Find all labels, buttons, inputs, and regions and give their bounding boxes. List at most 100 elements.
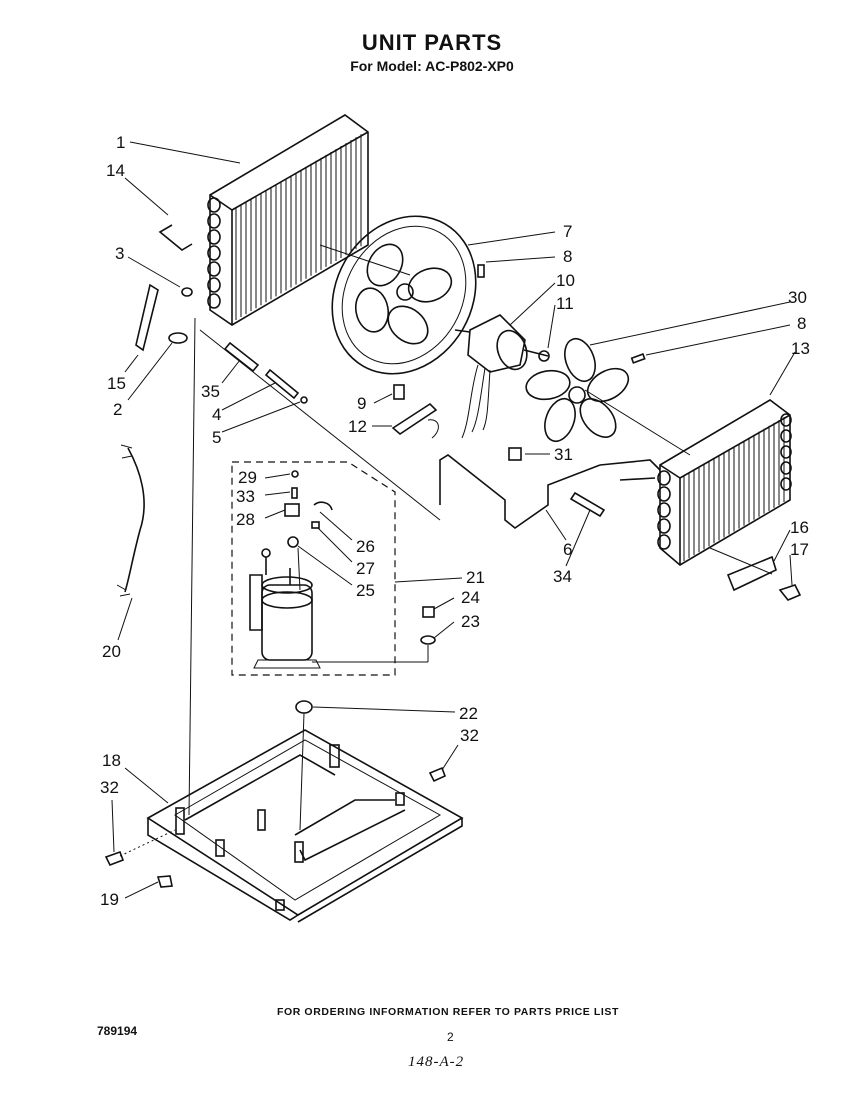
refrigerant-tube — [439, 454, 601, 529]
callout-32-left: 32 — [100, 778, 119, 797]
handwritten-code: 148-A-2 — [408, 1054, 465, 1070]
callout-14: 14 — [106, 161, 125, 180]
callout-27: 27 — [356, 559, 375, 578]
callout-1: 1 — [116, 133, 125, 152]
callout-7: 7 — [563, 222, 572, 241]
page-title: UNIT PARTS — [361, 30, 503, 55]
callout-4: 4 — [212, 405, 221, 424]
nut-24 — [422, 606, 435, 618]
callout-11: 11 — [556, 294, 574, 313]
callout-13: 13 — [791, 339, 810, 358]
callout-31: 31 — [554, 445, 573, 464]
part-27 — [311, 521, 320, 529]
clip-part — [300, 396, 308, 404]
callout-3: 3 — [115, 244, 124, 263]
evaporator-coil — [599, 399, 792, 566]
callout-6: 6 — [563, 540, 572, 559]
washer-part — [168, 332, 188, 344]
page-number: 2 — [447, 1030, 454, 1044]
callout-22: 22 — [459, 704, 478, 723]
callout-28: 28 — [236, 510, 255, 529]
compressor-assembly-outline — [231, 461, 396, 676]
part-33 — [291, 487, 298, 499]
wiring-harness — [124, 447, 145, 593]
set-screw-part — [477, 264, 485, 278]
coil-tube-bend — [657, 470, 671, 486]
set-screw-part-2 — [630, 353, 646, 364]
coil-tube-bend — [207, 197, 221, 213]
callout-12: 12 — [348, 417, 367, 436]
coil-tube-bend — [207, 245, 221, 261]
coil-tube-bend — [780, 461, 792, 475]
coil-tube-bend — [780, 445, 792, 459]
coil-tube-bend — [657, 534, 671, 550]
callout-labels: 1 14 3 15 2 35 4 5 7 8 10 11 30 8 13 9 1… — [100, 133, 810, 909]
callout-10: 10 — [556, 271, 575, 290]
base-pan — [146, 729, 464, 923]
capillary-tube-part — [158, 224, 193, 251]
screw-32b — [104, 850, 125, 867]
washer-23 — [420, 635, 436, 645]
coil-tube-bend — [207, 213, 221, 229]
bracket-part — [393, 384, 405, 400]
coil-tube-bend — [780, 477, 792, 491]
leader-lines — [111, 141, 796, 899]
callout-16: 16 — [790, 518, 809, 537]
drain-tube-part — [135, 283, 159, 352]
callout-8: 8 — [563, 247, 572, 266]
grommet-part — [181, 287, 193, 297]
mounting-bracket-part — [726, 555, 777, 592]
compressor — [249, 547, 321, 669]
callout-20: 20 — [102, 642, 121, 661]
callout-21: 21 — [466, 568, 485, 587]
sensor-bulb-part — [569, 491, 606, 518]
coil-tube-bend — [207, 277, 221, 293]
model-subtitle: For Model: AC-P802-XP0 — [350, 58, 514, 74]
part-25 — [287, 536, 299, 548]
callout-26: 26 — [356, 537, 375, 556]
coil-tube-bend — [657, 486, 671, 502]
callout-9: 9 — [357, 394, 366, 413]
callout-15: 15 — [107, 374, 126, 393]
part-26 — [313, 501, 333, 511]
screw-32a — [428, 766, 447, 783]
part-29 — [291, 470, 299, 478]
callout-34: 34 — [553, 567, 572, 586]
coil-tube-bend — [207, 293, 221, 309]
ordering-note: FOR ORDERING INFORMATION REFER TO PARTS … — [276, 1006, 620, 1018]
callout-30: 30 — [788, 288, 807, 307]
callout-24: 24 — [461, 588, 480, 607]
coil-tube-bend — [780, 429, 792, 443]
strap-part — [391, 402, 438, 436]
sensor-tube-part — [264, 368, 300, 400]
coil-tube-bend — [780, 413, 792, 427]
callout-25: 25 — [356, 581, 375, 600]
fan-shroud — [319, 215, 477, 375]
screw-17-part — [778, 584, 802, 601]
condenser-coil — [207, 114, 369, 326]
heater-part — [223, 341, 260, 373]
blower-fan — [525, 337, 691, 456]
callout-33: 33 — [236, 487, 255, 506]
callout-2: 2 — [113, 400, 122, 419]
clip-31-part — [508, 447, 522, 461]
part-28 — [284, 503, 300, 517]
coil-tube-bend — [657, 518, 671, 534]
callout-23: 23 — [461, 612, 480, 631]
callout-5: 5 — [212, 428, 221, 447]
callout-32-right: 32 — [460, 726, 479, 745]
callout-18: 18 — [102, 751, 121, 770]
coil-tube-bend — [207, 261, 221, 277]
coil-tube-bend — [657, 502, 671, 518]
document-number: 789194 — [97, 1024, 138, 1038]
coil-tube-bend — [207, 229, 221, 245]
screw-19 — [156, 875, 173, 888]
callout-19: 19 — [100, 890, 119, 909]
callout-17: 17 — [790, 540, 809, 559]
callout-29: 29 — [238, 468, 257, 487]
mount-grommet-22 — [295, 700, 313, 714]
callout-35: 35 — [201, 382, 220, 401]
callout-8-right: 8 — [797, 314, 806, 333]
fan-motor — [454, 314, 550, 439]
